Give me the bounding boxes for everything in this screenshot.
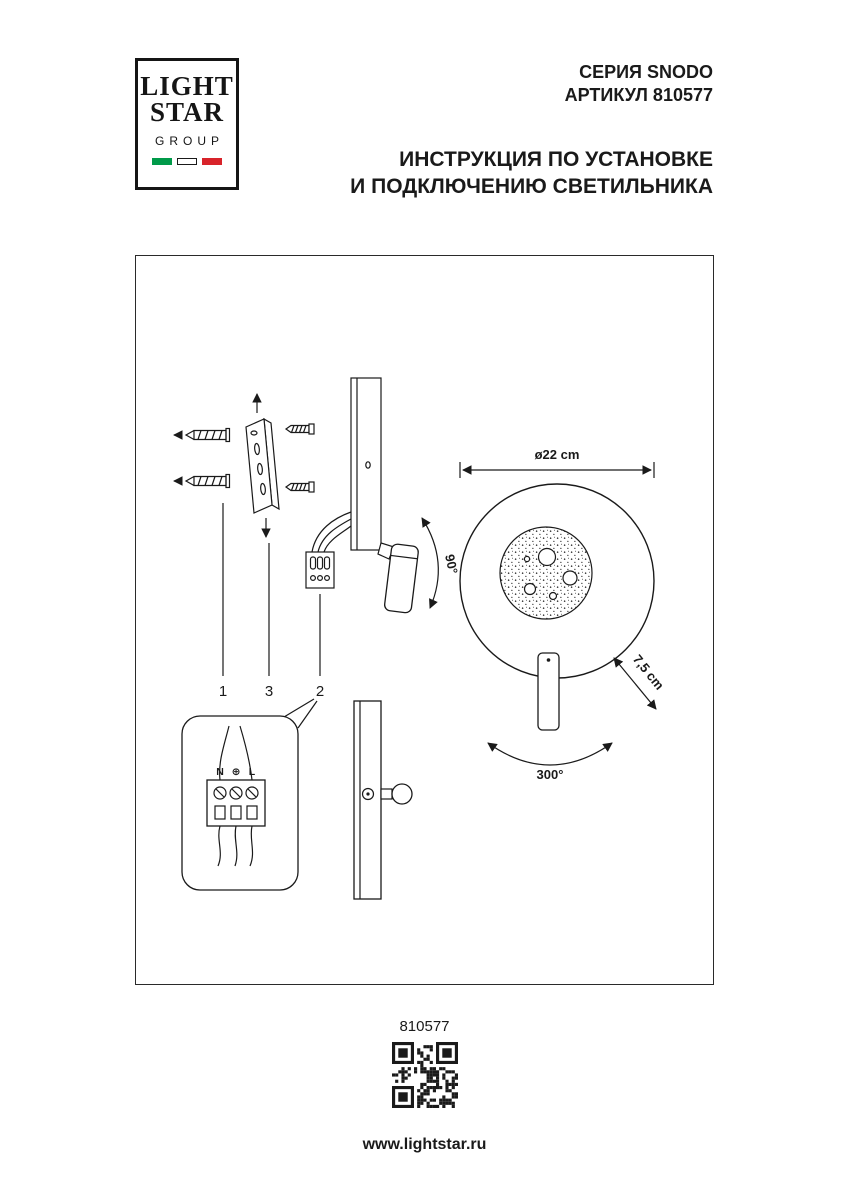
flag-green-bar: [152, 158, 172, 166]
terminal-l-label: L: [249, 766, 256, 778]
article-label: АРТИКУЛ 810577: [564, 85, 713, 106]
upper-side-view: [311, 377, 419, 614]
terminal-n-label: N: [216, 766, 224, 778]
footer-article-number: 810577: [399, 1018, 450, 1035]
website-url: www.lightstar.ru: [362, 1136, 487, 1153]
depth-dimension: 7,5 cm: [613, 652, 667, 710]
part-label-3: 3: [265, 683, 273, 700]
flag-white-bar: [177, 158, 197, 166]
part-label-1: 1: [219, 683, 227, 700]
header: СЕРИЯ SNODO АРТИКУЛ 810577 ИНСТРУКЦИЯ ПО…: [350, 61, 713, 201]
mounting-bracket: [245, 393, 280, 538]
terminal-block-small: [305, 551, 335, 589]
italian-flag-icon: [152, 158, 222, 166]
title-line-1: ИНСТРУКЦИЯ ПО УСТАНОВКЕ: [399, 148, 713, 172]
title-line-2: И ПОДКЛЮЧЕНИЮ СВЕТИЛЬНИКА: [350, 175, 713, 199]
installation-diagram-panel: 90° 1 3 2: [135, 255, 714, 985]
depth-label: 7,5 cm: [630, 652, 667, 693]
rotation-angle-label: 300°: [537, 767, 564, 782]
flag-red-bar: [202, 158, 222, 166]
installation-diagram: 90° 1 3 2: [173, 377, 667, 900]
mounting-screws: [284, 423, 315, 493]
diameter-label: ø22 cm: [535, 447, 580, 462]
part-labels: 1 3 2: [219, 503, 324, 700]
front-view: [459, 483, 655, 731]
diameter-dimension: ø22 cm: [459, 447, 655, 478]
lamp-head-side: [383, 543, 419, 614]
qr-code-image: [391, 1042, 458, 1108]
qr-code: [391, 1042, 458, 1108]
logo-word-star: STAR: [149, 96, 225, 127]
logo-word-light: LIGHT: [140, 71, 234, 101]
wiring-callout: N ⊕ L: [181, 698, 318, 891]
tilt-angle-label: 90°: [442, 553, 461, 575]
part-label-2: 2: [316, 683, 324, 700]
terminal-block-detail: [206, 779, 266, 827]
wall-plug-dowels: [173, 427, 231, 489]
lower-side-view: [353, 700, 413, 900]
logo-word-group: GROUP: [154, 134, 224, 149]
lightstar-logo: LIGHT STAR GROUP: [135, 58, 239, 190]
series-label: СЕРИЯ SNODO: [579, 62, 713, 82]
rotation-300-arc: 300°: [487, 742, 613, 782]
page-title: ИНСТРУКЦИЯ ПО УСТАНОВКЕ И ПОДКЛЮЧЕНИЮ СВ…: [350, 146, 713, 201]
tilt-90-arc: 90°: [421, 517, 461, 609]
terminal-earth-label: ⊕: [232, 766, 241, 778]
